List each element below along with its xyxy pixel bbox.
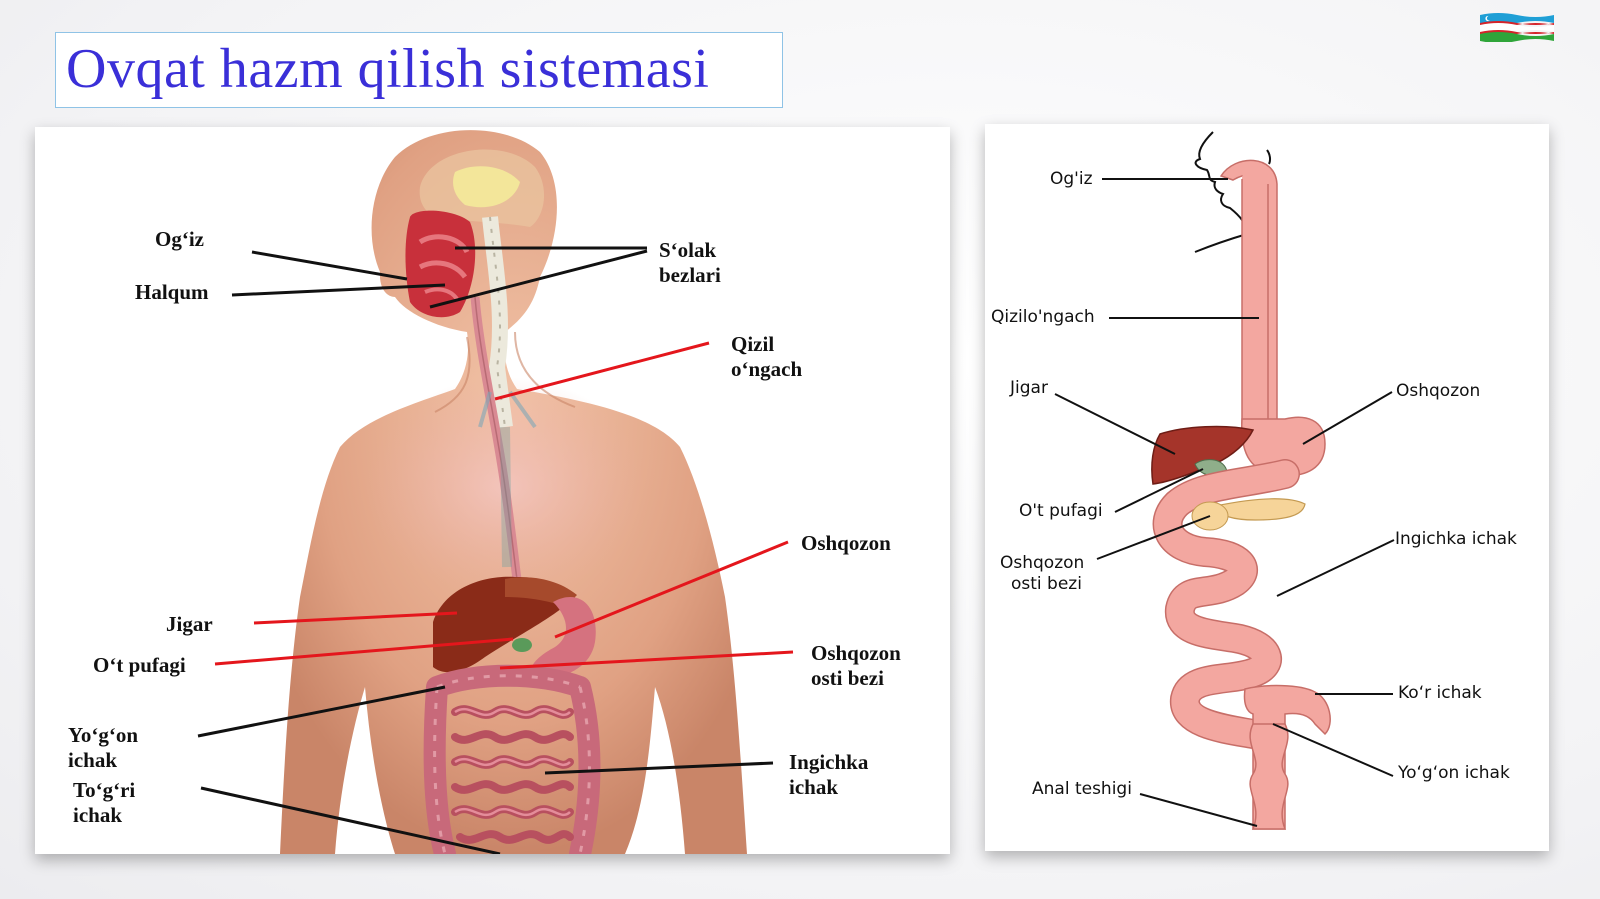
pointer-oshqozon	[554, 540, 789, 639]
pointer-oshqozon-osti	[499, 650, 794, 670]
label-jigar: Jigar	[166, 612, 213, 636]
label-ingichka-2: ichak	[789, 775, 839, 799]
label-ogiz: Og‘iz	[155, 227, 204, 251]
pointer-r-ingichka	[1276, 539, 1395, 597]
pointer-togri	[200, 786, 501, 854]
r-label-oshqozon-osti-2: osti bezi	[1011, 574, 1082, 594]
label-solak-bezlari-2: bezlari	[659, 263, 721, 287]
label-qizil-ongach-1: Qizil	[731, 332, 775, 356]
label-qizil-ongach-2: o‘ngach	[731, 357, 803, 381]
r-label-anal: Anal teshigi	[1032, 779, 1132, 799]
label-yogon-1: Yo‘g‘on	[68, 723, 139, 747]
label-togri-1: To‘g‘ri	[73, 778, 136, 802]
pointer-r-yogon	[1272, 723, 1394, 777]
r-label-qiziongach: Qizilo'ngach	[991, 307, 1095, 327]
pointer-r-oshqozon-osti	[1096, 515, 1211, 560]
pointer-solak-bottom	[429, 249, 648, 309]
label-oshqozon-osti-1: Oshqozon	[811, 641, 901, 665]
r-label-ingichka: Ingichka ichak	[1395, 529, 1517, 549]
label-oshqozon-osti-2: osti bezi	[811, 666, 884, 690]
pointer-r-oshqozon	[1302, 391, 1393, 445]
title-box: Ovqat hazm qilish sistemasi	[55, 32, 783, 108]
r-label-kor: Ko‘r ichak	[1398, 683, 1482, 703]
schematic-tract-panel: Og'iz Qizilo'ngach Jigar Oshqozon O't pu…	[985, 124, 1549, 851]
r-label-yogon: Yo‘g‘on ichak	[1398, 763, 1510, 783]
label-halqum: Halqum	[135, 280, 209, 304]
label-solak-bezlari-1: S‘olak	[659, 238, 717, 262]
pointer-r-jigar	[1054, 393, 1176, 455]
label-ingichka-1: Ingichka	[789, 750, 869, 774]
pointer-halqum	[231, 283, 446, 297]
anatomy-body-panel: Og‘iz Halqum S‘olak bezlari Qizil o‘ngac…	[35, 127, 950, 854]
pointer-yogon	[197, 685, 446, 738]
human-body-illustration	[197, 130, 794, 854]
r-label-oshqozon: Oshqozon	[1396, 381, 1481, 401]
r-label-ogiz: Og'iz	[1050, 169, 1093, 189]
pointer-ingichka	[544, 761, 774, 775]
pointer-qizil-ongach	[494, 341, 710, 401]
label-yogon-2: ichak	[68, 748, 118, 772]
r-label-oshqozon-osti-1: Oshqozon	[1000, 553, 1085, 573]
pointer-r-anal	[1139, 793, 1258, 827]
pointer-ot-pufagi	[214, 637, 514, 666]
digestive-tract-schematic	[1054, 131, 1395, 830]
pointer-r-ot-pufagi	[1114, 468, 1204, 513]
page-title: Ovqat hazm qilish sistemasi	[66, 38, 710, 100]
label-togri-2: ichak	[73, 803, 123, 827]
r-label-jigar: Jigar	[1010, 378, 1048, 398]
label-oshqozon: Oshqozon	[801, 531, 891, 555]
pointer-ogiz	[251, 250, 408, 281]
pointer-jigar	[253, 611, 458, 625]
uzbekistan-flag-icon	[1480, 13, 1554, 42]
r-label-ot-pufagi: O't pufagi	[1019, 501, 1103, 521]
label-ot-pufagi: O‘t pufagi	[93, 653, 186, 677]
